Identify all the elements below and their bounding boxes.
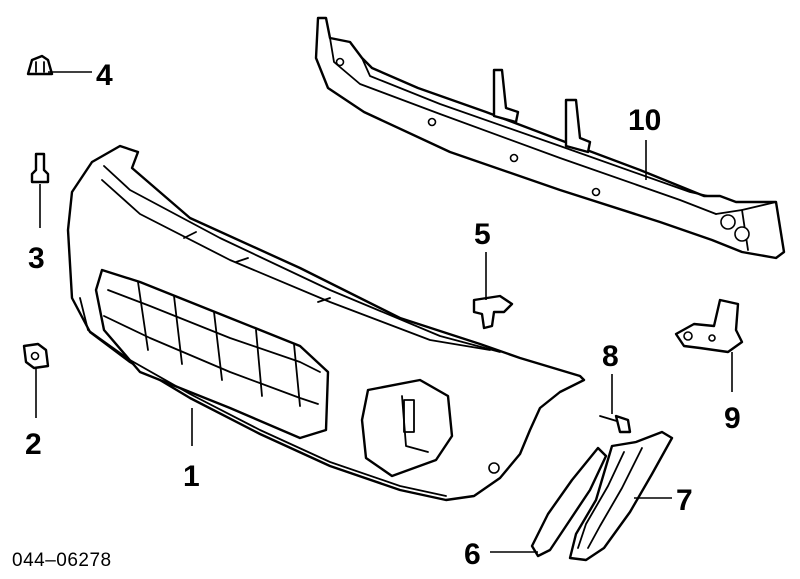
callout-7: 7 bbox=[676, 484, 693, 517]
bumper-cover bbox=[66, 144, 586, 502]
reinforcement-beam bbox=[314, 16, 786, 260]
callout-2: 2 bbox=[25, 428, 42, 461]
bracket bbox=[472, 294, 514, 330]
callout-8: 8 bbox=[602, 340, 619, 373]
callout-9: 9 bbox=[724, 402, 741, 435]
callout-3: 3 bbox=[28, 242, 45, 275]
callout-6: 6 bbox=[464, 538, 481, 571]
callout-4: 4 bbox=[96, 59, 113, 92]
callout-1: 1 bbox=[183, 460, 200, 493]
side-support bbox=[674, 298, 744, 354]
callout-10: 10 bbox=[628, 104, 661, 137]
screw bbox=[599, 414, 632, 434]
side-molding bbox=[568, 430, 674, 562]
callout-5: 5 bbox=[474, 218, 491, 251]
nut bbox=[22, 342, 50, 370]
rivet bbox=[30, 152, 50, 184]
trim-strip bbox=[530, 446, 608, 558]
clip bbox=[26, 54, 54, 76]
figure-code: 044–06278 bbox=[12, 550, 112, 571]
